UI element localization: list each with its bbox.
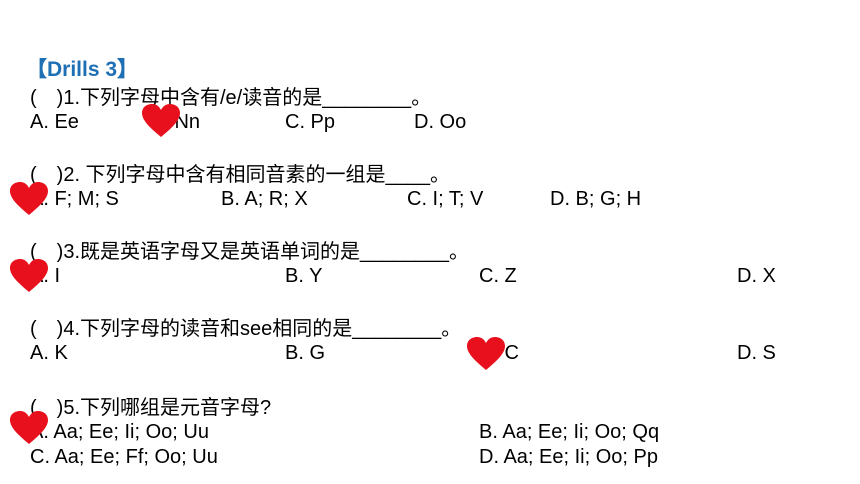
- question-1-option-d: D. Oo: [414, 111, 467, 133]
- question-4-option-d: D. S: [737, 342, 776, 364]
- question-1-option-a: A. Ee: [30, 111, 79, 133]
- question-5-option-d: D. Aa; Ee; Ii; Oo; Pp: [479, 446, 658, 468]
- question-3-option-d: D. X: [737, 265, 776, 287]
- question-2-stem: ( )2. 下列字母中含有相同音素的一组是____。: [30, 164, 451, 186]
- question-4-option-a: A. K: [30, 342, 68, 364]
- drills-title: 【Drills 3】: [26, 58, 139, 81]
- question-3-stem: ( )3.既是英语字母又是英语单词的是________。: [30, 241, 469, 263]
- question-5-stem: ( )5.下列哪组是元音字母?: [30, 397, 272, 419]
- heart-icon: [466, 336, 506, 372]
- question-3-option-c: C. Z: [479, 265, 517, 287]
- heart-icon: [9, 181, 49, 217]
- question-3-option-b: B. Y: [285, 265, 323, 287]
- question-2-option-a: A. F; M; S: [30, 188, 119, 210]
- question-5-option-a: A. Aa; Ee; Ii; Oo; Uu: [30, 421, 209, 443]
- question-5-option-b: B. Aa; Ee; Ii; Oo; Qq: [479, 421, 660, 443]
- heart-icon: [9, 258, 49, 294]
- question-2-option-b: B. A; R; X: [221, 188, 308, 210]
- heart-icon: [141, 103, 181, 139]
- question-1-option-c: C. Pp: [285, 111, 336, 133]
- question-5-option-c: C. Aa; Ee; Ff; Oo; Uu: [30, 446, 218, 468]
- question-2-option-c: C. I; T; V: [407, 188, 484, 210]
- question-4-option-b: B. G: [285, 342, 326, 364]
- question-1-stem: ( )1.下列字母中含有/e/读音的是________。: [30, 87, 432, 109]
- question-2-option-d: D. B; G; H: [550, 188, 642, 210]
- heart-icon: [9, 410, 49, 446]
- question-4-stem: ( )4.下列字母的读音和see相同的是________。: [30, 318, 462, 340]
